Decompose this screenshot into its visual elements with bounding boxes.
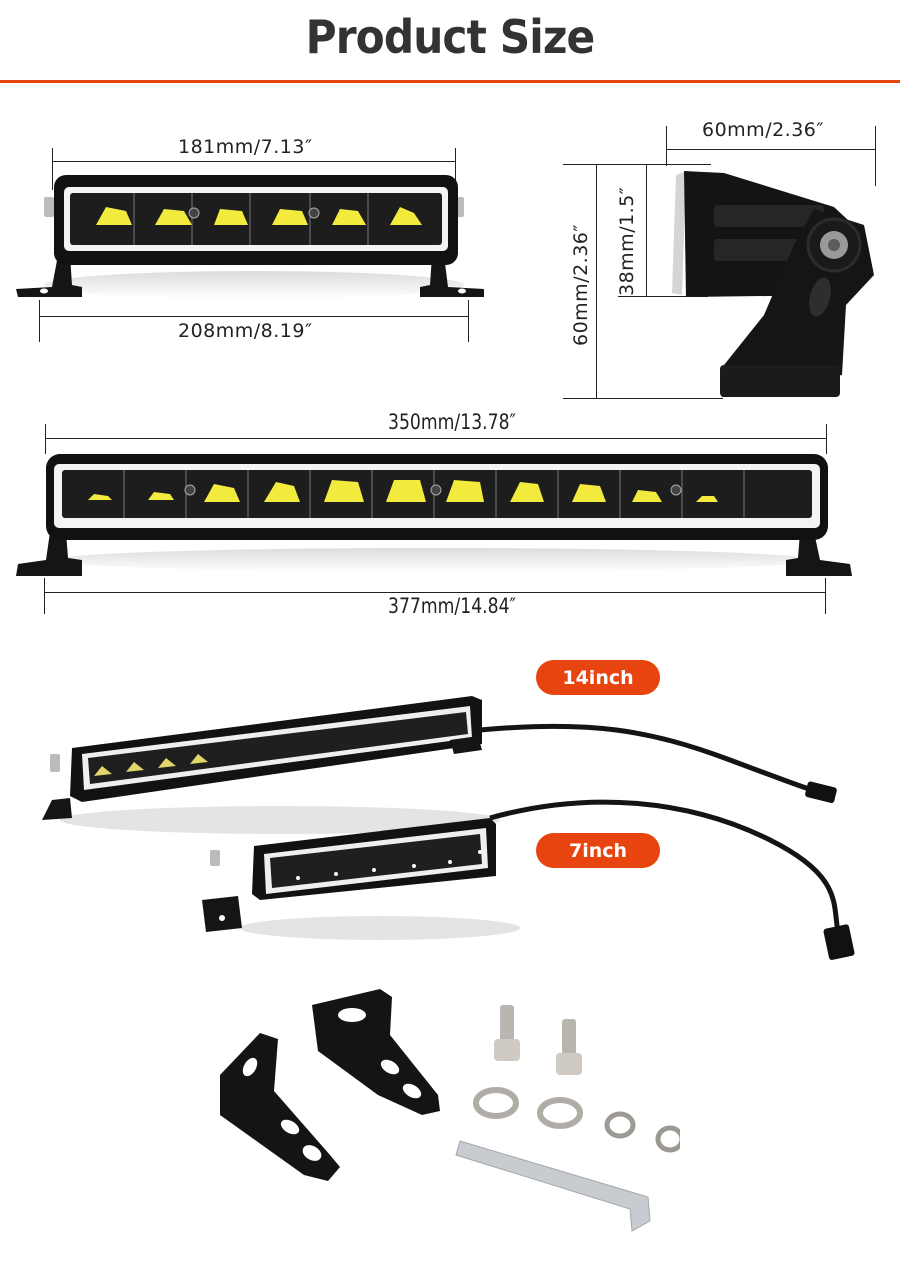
light-bars-photo [30,690,870,970]
dimension-tick [44,578,45,614]
side-depth-label: 60mm/2.36″ [702,119,824,141]
side-top-reference-line [563,164,711,165]
small-bar-total-dimension-line [39,316,469,317]
large-light-bar-image [14,452,854,582]
title-divider [0,80,900,83]
large-bar-lens-width-label: 350mm/13.78″ [388,410,516,434]
hex-bolt [494,1005,520,1061]
size-badge-7inch: 7inch [536,833,660,868]
side-height-dimension-line [596,164,597,398]
large-bar-lens-dimension-line [45,438,827,439]
side-body-bottom-reference-line [618,296,708,297]
dimension-tick [45,424,46,454]
side-body-height-label: 38mm/1.5″ [616,186,638,296]
dimension-tick [825,578,826,614]
size-badge-14inch: 14inch [536,660,660,695]
dimension-tick [468,300,469,342]
mounting-hardware-kit [200,975,680,1255]
side-total-height-label: 60mm/2.36″ [570,224,592,346]
small-bar-total-width-label: 208mm/8.19″ [178,320,313,342]
dimension-tick [52,148,53,190]
dimension-tick [666,126,667,166]
large-bar-total-width-label: 377mm/14.84″ [388,594,516,618]
side-depth-dimension-line [666,149,876,150]
hex-bolt [556,1019,582,1075]
small-bar-lens-width-label: 181mm/7.13″ [178,136,313,158]
dimension-tick [39,300,40,342]
large-bar-total-dimension-line [44,592,826,593]
side-bottom-reference-line [563,398,723,399]
side-body-height-dimension-line [646,164,647,296]
page-title: Product Size [305,10,596,64]
dimension-tick [826,424,827,454]
mounting-bracket [220,1033,340,1181]
dimension-tick [875,126,876,186]
mounting-bracket [312,989,440,1115]
small-light-bar-image [14,175,494,310]
small-bar-lens-dimension-line [52,161,456,162]
dimension-tick [455,148,456,190]
side-light-bar-image [664,165,880,400]
